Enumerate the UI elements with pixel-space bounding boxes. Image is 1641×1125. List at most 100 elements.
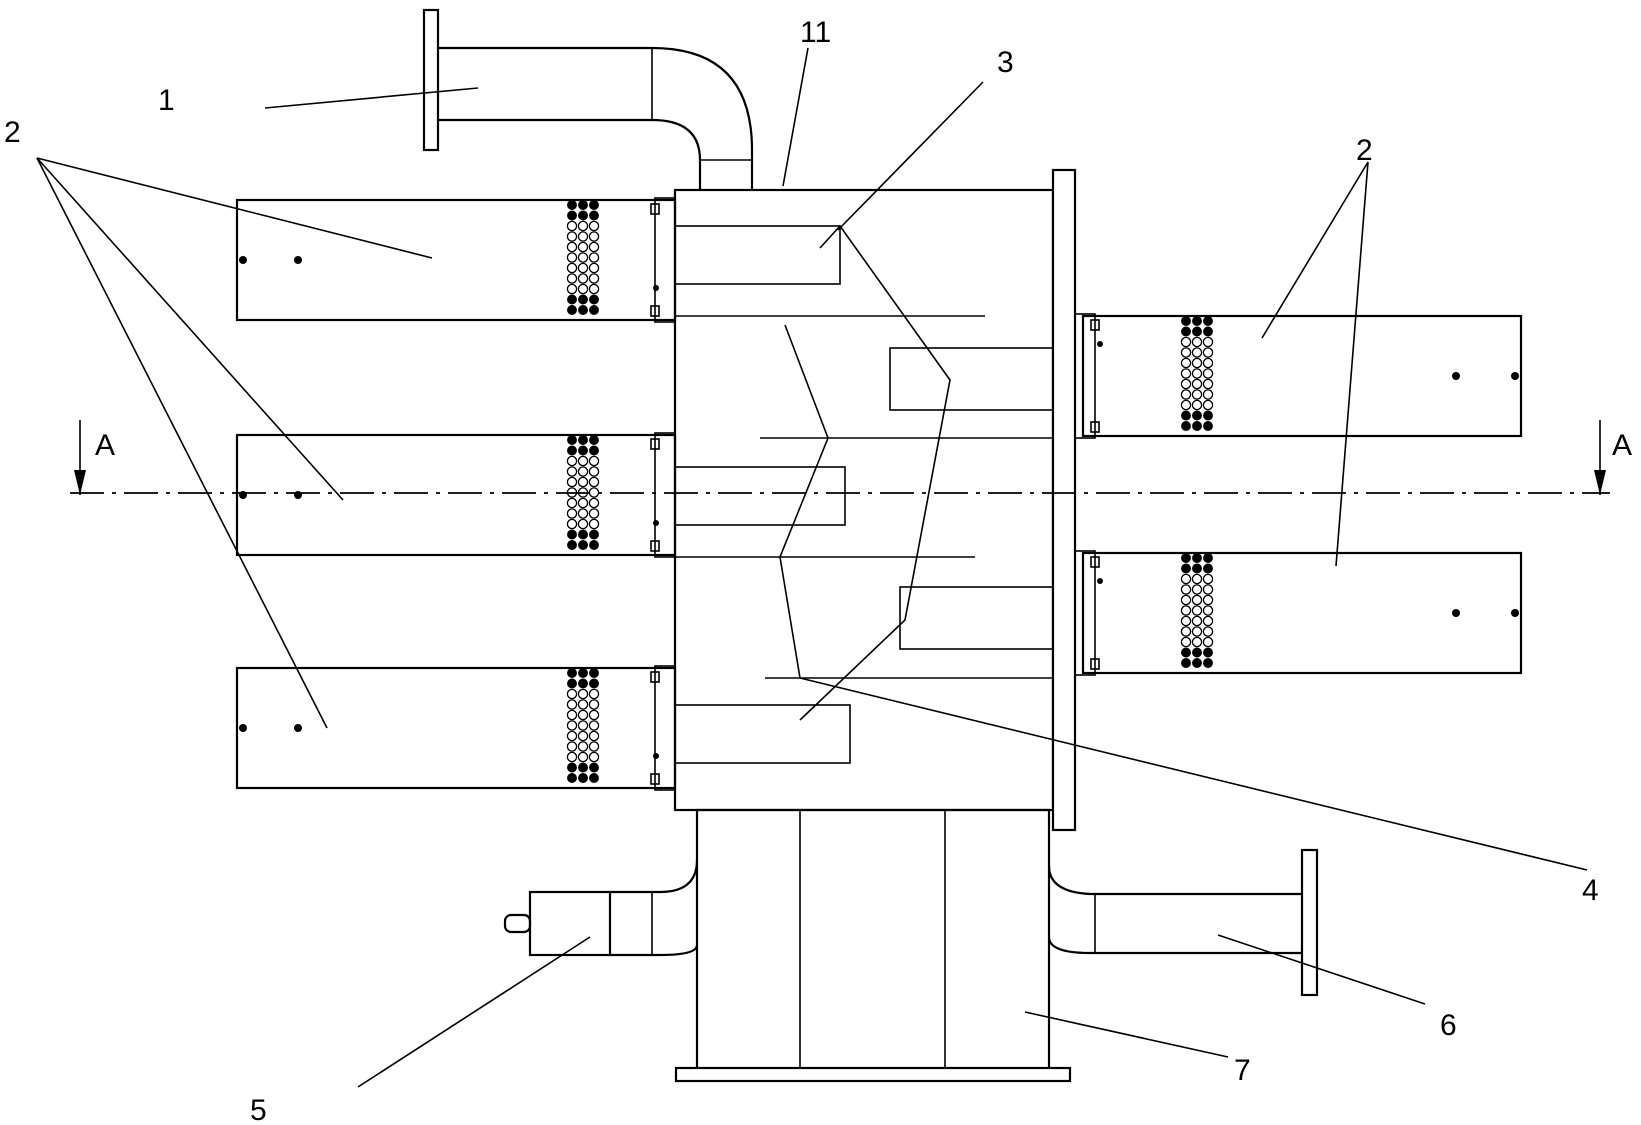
perforation-hole [1180,573,1192,585]
perforation-hole [577,518,589,530]
perforation-hole [1191,357,1203,369]
perforation-hole [577,273,589,284]
perforation-hole [1191,626,1203,637]
perforation-hole [1180,594,1192,606]
perforation-hole [567,200,577,210]
perforation-hole [1192,421,1202,431]
perforation-hole [588,751,600,763]
perforation-hole [1180,357,1192,369]
perforation-hole [1202,584,1214,595]
drain-valve [503,859,699,957]
perforation-hole [588,476,600,488]
perforation-hole [567,678,577,689]
perforation-hole [1180,584,1192,595]
perforation-hole [1203,658,1213,668]
perforation-hole [566,508,578,519]
perforation-hole [567,294,577,305]
perforation-hole [588,231,600,242]
perforation-hole [589,678,599,689]
perforation-hole [566,262,578,274]
perforation-hole [588,709,600,721]
perforation-hole [1191,584,1203,595]
perforation-hole [577,688,589,700]
perforation-hole [577,252,589,263]
perforation-hole [1191,636,1203,648]
perforation-hole [588,487,600,498]
perforation-hole [578,678,588,689]
filter-cartridge-left-top [235,197,677,323]
perforation-hole [589,773,599,783]
perforation-hole [1203,410,1213,421]
perforation-hole [1181,326,1191,337]
perforation-hole [567,305,577,315]
perforation-hole [566,709,578,721]
perforation-hole [1202,347,1214,358]
perforation-hole [578,445,588,456]
perforation-hole [577,699,589,710]
perforation-hole [1180,389,1192,400]
perforation-hole [1192,553,1202,563]
filter-cartridge-right-bottom [1074,550,1523,676]
perforation-hole [578,668,588,678]
perforation-hole [577,508,589,519]
perforation-hole [589,762,599,773]
perforation-hole [566,751,578,763]
perforation-hole [1202,626,1214,637]
perforation-hole [1180,636,1192,648]
perforation-hole [566,518,578,530]
perforation-hole [1202,336,1214,348]
perforation-hole [589,305,599,315]
perforation-hole [588,273,600,284]
label-5: 5 [250,1094,267,1125]
perforation-hole [1202,389,1214,400]
label-1: 1 [158,84,175,117]
perforation-hole [588,508,600,519]
outlet-pipe [1047,848,1319,997]
perforation-hole [567,529,577,540]
leader-lines [36,47,1588,1088]
perforation-hole [578,540,588,550]
perforation-hole [567,762,577,773]
perforation-hole [1191,573,1203,585]
perforation-hole [577,730,589,742]
perforation-hole [578,762,588,773]
perforation-hole [1203,421,1213,431]
perforation-hole [577,220,589,232]
perforation-hole [567,668,577,678]
perforation-hole [567,540,577,550]
perforation-hole [588,688,600,700]
label-4: 4 [1582,874,1599,907]
label-11: 11 [800,16,831,49]
perforation-hole [577,497,589,509]
perforation-hole [589,200,599,210]
perforation-hole [577,241,589,253]
perforation-hole [589,529,599,540]
perforation-hole [1180,626,1192,637]
perforation-hole [588,283,600,295]
perforation-hole [1180,399,1192,411]
perforation-hole [588,220,600,232]
perforation-hole [566,220,578,232]
perforation-hole [1202,399,1214,411]
perforation-hole [578,529,588,540]
perforation-hole [588,455,600,467]
perforation-hole [589,435,599,445]
perforation-hole [589,294,599,305]
perforation-hole [589,445,599,456]
perforation-hole [567,773,577,783]
label-6: 6 [1440,1009,1457,1042]
perforation-hole [566,476,578,488]
perforation-hole [1192,326,1202,337]
perforation-hole [588,730,600,742]
perforation-hole [589,668,599,678]
main-housing [673,168,1077,832]
perforation-hole [1181,658,1191,668]
perforation-hole [566,241,578,253]
perforation-hole [577,476,589,488]
perforation-hole [567,435,577,445]
perforation-hole [1202,605,1214,616]
perforation-hole [1181,563,1191,574]
perforation-hole [577,262,589,274]
perforation-hole [1181,421,1191,431]
